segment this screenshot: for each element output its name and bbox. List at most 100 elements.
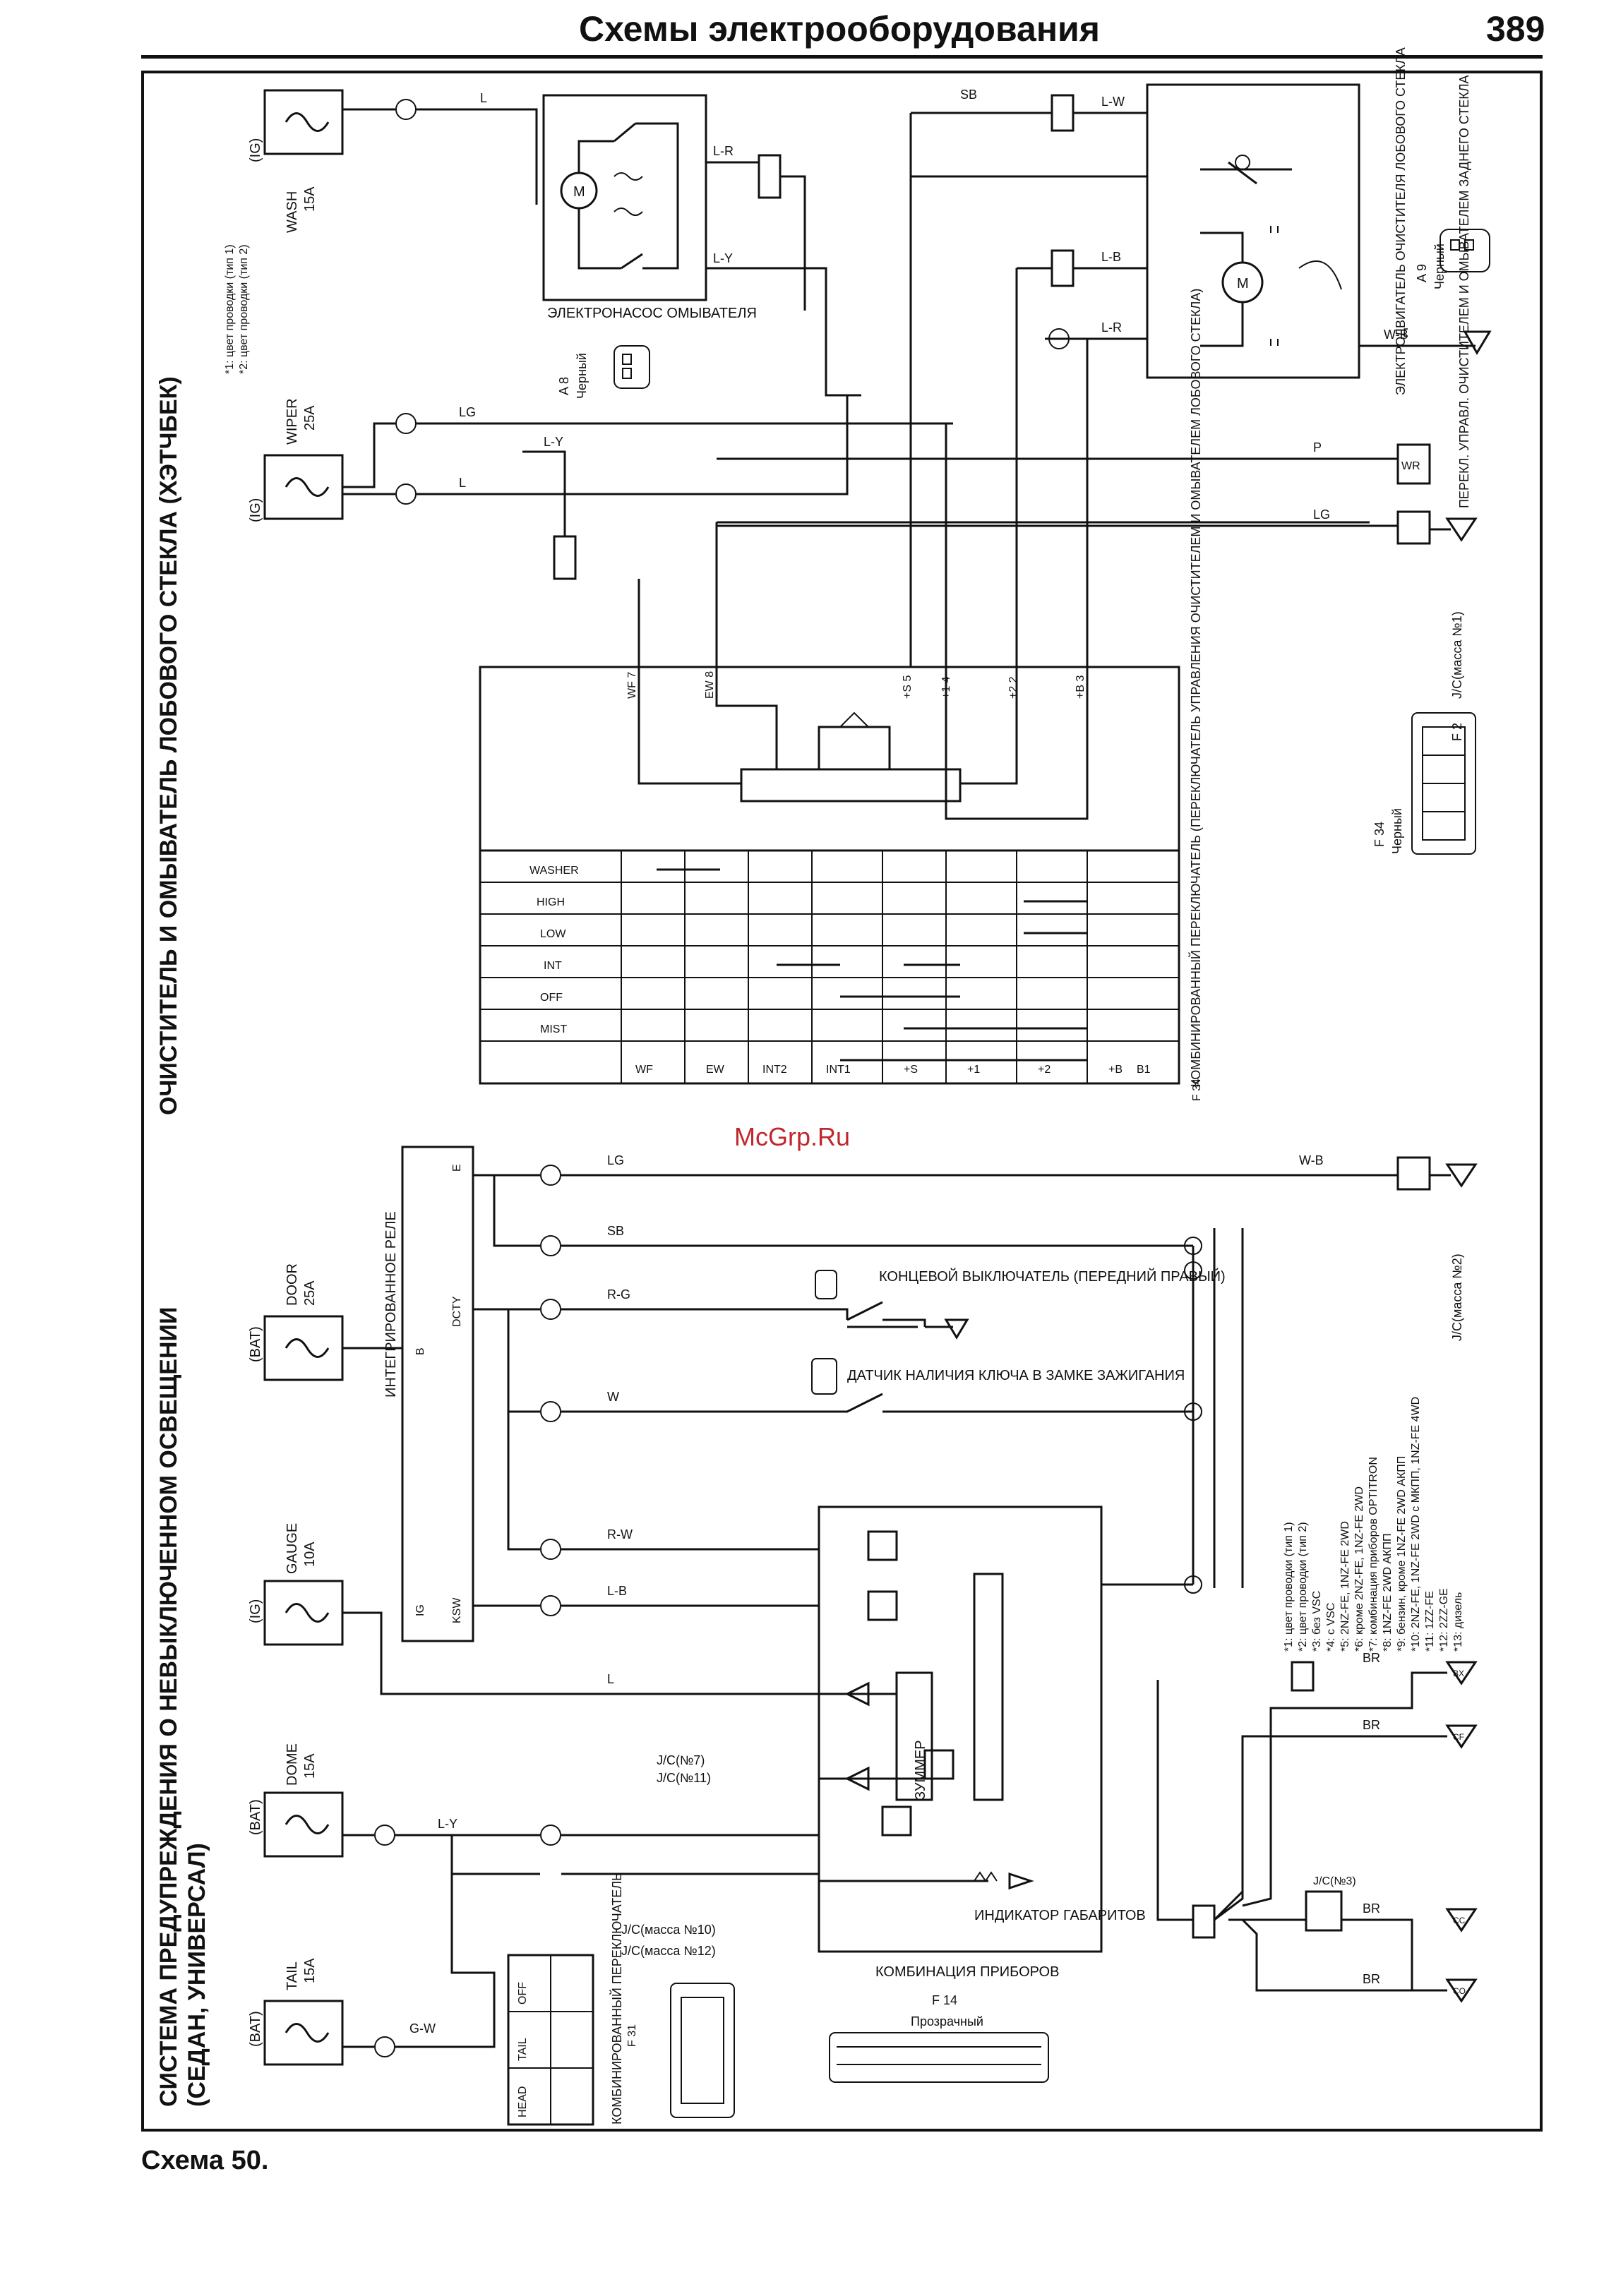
- rear-switch-box: [1396, 443, 1431, 485]
- connector-c11b: [540, 1825, 561, 1846]
- svg-text:M: M: [573, 184, 585, 200]
- connector-a-pump: [758, 154, 782, 199]
- light-switch-label: КОМБИНИРОВАННЫЙ ПЕРЕКЛЮЧАТЕЛЬ: [609, 1873, 624, 2124]
- jc-7-label: J/C(№7): [657, 1753, 705, 1767]
- terminal-2: +2 2: [1007, 676, 1019, 699]
- fuse-wiper: (IG) WIPER 25A: [248, 398, 344, 522]
- svg-text:(IG): (IG): [248, 1599, 263, 1623]
- wire-label-br-4: BR: [1363, 1972, 1380, 1986]
- wire-label-l-b-low: L-B: [607, 1584, 627, 1598]
- jc-11-label: J/C(№11): [657, 1771, 711, 1785]
- wire-label-br-2: BR: [1363, 1718, 1380, 1732]
- ground-jc2-icon: [1430, 1163, 1478, 1188]
- svg-text:10A: 10A: [302, 1541, 318, 1567]
- svg-text:DCTY: DCTY: [451, 1296, 463, 1327]
- wire-label-w: W: [607, 1390, 619, 1404]
- connector-c2b: [540, 1401, 561, 1422]
- svg-text:15A: 15A: [302, 1958, 318, 1983]
- combo-switch-label: КОМБИНИРОВАННЫЙ ПЕРЕКЛЮЧАТЕЛЬ (ПЕРЕКЛЮЧА…: [1188, 289, 1203, 1087]
- terminal-1: +1 4: [940, 676, 952, 699]
- svg-text:CF: CF: [1453, 1732, 1464, 1742]
- terminal-s: +S 5: [902, 675, 914, 699]
- wire-label-l-y-2: L-Y: [544, 435, 563, 449]
- jc-1-label: J/C(масса №1): [1450, 611, 1464, 699]
- connector-a-motor-1: [1051, 249, 1075, 287]
- svg-text:*12: 2ZZ-GE: *12: 2ZZ-GE: [1438, 1588, 1450, 1652]
- connector-a-motor-5: [1051, 94, 1075, 132]
- svg-text:BX: BX: [1453, 1669, 1464, 1678]
- svg-text:+B: +B: [1108, 1064, 1123, 1076]
- svg-text:EW: EW: [706, 1064, 725, 1076]
- svg-text:F 34: F 34: [1372, 822, 1387, 847]
- wire-label-g-w-tail: G-W: [409, 2021, 436, 2036]
- switch-position-table: WASHER HIGH LOW INT OFF MIST WF EW INT2 …: [479, 849, 1180, 1085]
- wire-label-l-y-dome: L-Y: [438, 1817, 457, 1831]
- connector-i1: [374, 1825, 395, 1846]
- svg-text:*2: цвет проводки (тип 2): *2: цвет проводки (тип 2): [1297, 1522, 1309, 1652]
- ground-door-icon: [925, 1318, 969, 1340]
- svg-text:+2: +2: [1038, 1064, 1051, 1076]
- svg-text:B: B: [414, 1347, 426, 1355]
- cluster-label: КОМБИНАЦИЯ ПРИБОРОВ: [875, 1964, 1059, 1980]
- jc-1-code: F 2: [1450, 723, 1464, 741]
- svg-text:+S: +S: [904, 1064, 918, 1076]
- svg-text:+1: +1: [967, 1064, 980, 1076]
- integrated-relay: ИНТЕГРИРОВАННОЕ РЕЛЕ E DCTY B IG KSW: [383, 1146, 474, 1642]
- washer-pump-label: ЭЛЕКТРОНАСОС ОМЫВАТЕЛЯ: [547, 306, 757, 321]
- jc-box-2: [1396, 1156, 1431, 1191]
- wiper-motor: M: [1146, 83, 1360, 379]
- svg-text:A 9: A 9: [1415, 264, 1429, 282]
- wire-label-w-b-jc2: W-B: [1299, 1153, 1324, 1167]
- wire-label-l-y: L-Y: [713, 251, 733, 265]
- jc-3-label: J/C(№3): [1313, 1875, 1356, 1887]
- light-switch-code: F 31: [626, 2024, 638, 2047]
- svg-text:GAUGE: GAUGE: [285, 1523, 300, 1574]
- svg-text:INT1: INT1: [826, 1064, 851, 1076]
- svg-text:ИНТЕГРИРОВАННОЕ РЕЛЕ: ИНТЕГРИРОВАННОЕ РЕЛЕ: [383, 1211, 399, 1398]
- wire-label-lg-jc1: LG: [1313, 507, 1330, 522]
- connector-c5: [1048, 328, 1070, 349]
- svg-text:LOW: LOW: [540, 928, 566, 940]
- svg-text:*1: цвет проводки (тип 1): *1: цвет проводки (тип 1): [1283, 1522, 1295, 1652]
- upper-note-2: *2: цвет проводки (тип 2): [238, 244, 250, 374]
- key-sensor-label: ДАТЧИК НАЛИЧИЯ КЛЮЧА В ЗАМКЕ ЗАЖИГАНИЯ: [847, 1368, 1185, 1383]
- cluster-color: Прозрачный: [911, 2014, 983, 2028]
- connector-c21: [395, 99, 417, 120]
- jc-3-box: [1305, 1890, 1343, 1932]
- fuse-wash: (IG) WASH 15A: [248, 89, 344, 233]
- wire-label-p-rear: P: [1313, 440, 1322, 455]
- light-switch: OFF TAIL HEAD: [507, 1954, 594, 2126]
- jc-12-label: J/C(масса №12): [621, 1944, 716, 1958]
- combo-switch-code: F 34: [1191, 1078, 1203, 1101]
- svg-text:IG: IG: [414, 1604, 426, 1616]
- wire-label-l-r-2: L-R: [1101, 320, 1122, 335]
- wire-label-w-b-motor: W-B: [1384, 327, 1408, 342]
- svg-text:*5: 2NZ-FE, 1NZ-FE 2WD: *5: 2NZ-FE, 1NZ-FE 2WD: [1339, 1521, 1351, 1652]
- cluster-code: F 14: [932, 1993, 957, 2007]
- fuse-door: (BAT) DOOR 25A: [248, 1263, 344, 1381]
- svg-text:*8: 1NZ-FE 2WD АКПП: *8: 1NZ-FE 2WD АКПП: [1382, 1534, 1394, 1652]
- fuse-gauge: (IG) GAUGE 10A: [248, 1523, 344, 1646]
- wire-label-r-g: R-G: [607, 1287, 630, 1302]
- svg-text:WIPER: WIPER: [285, 398, 300, 445]
- svg-text:(BAT): (BAT): [248, 1326, 263, 1362]
- svg-text:A 8: A 8: [557, 377, 571, 395]
- ground-cf-icon: CF: [1445, 1724, 1478, 1749]
- svg-text:15A: 15A: [302, 186, 318, 212]
- connector-f14-icon: [829, 2032, 1049, 2083]
- svg-text:WASH: WASH: [285, 191, 300, 233]
- svg-text:INT2: INT2: [762, 1064, 787, 1076]
- svg-text:WASHER: WASHER: [529, 865, 579, 877]
- svg-text:OFF: OFF: [517, 1982, 529, 2005]
- svg-text:*13: дизель: *13: дизель: [1452, 1592, 1464, 1652]
- svg-text:KSW: KSW: [451, 1597, 463, 1623]
- jc-pin-9: [1184, 1237, 1202, 1255]
- svg-text:CC: CC: [1453, 1916, 1466, 1925]
- svg-text:HEAD: HEAD: [517, 2086, 529, 2117]
- jc-pin-25: [1184, 1575, 1202, 1594]
- wire-label-l-w: L-W: [1101, 95, 1125, 109]
- schema-caption: Схема 50.: [141, 2146, 269, 2175]
- svg-text:CO: CO: [1453, 1986, 1466, 1996]
- svg-text:(BAT): (BAT): [248, 1799, 263, 1835]
